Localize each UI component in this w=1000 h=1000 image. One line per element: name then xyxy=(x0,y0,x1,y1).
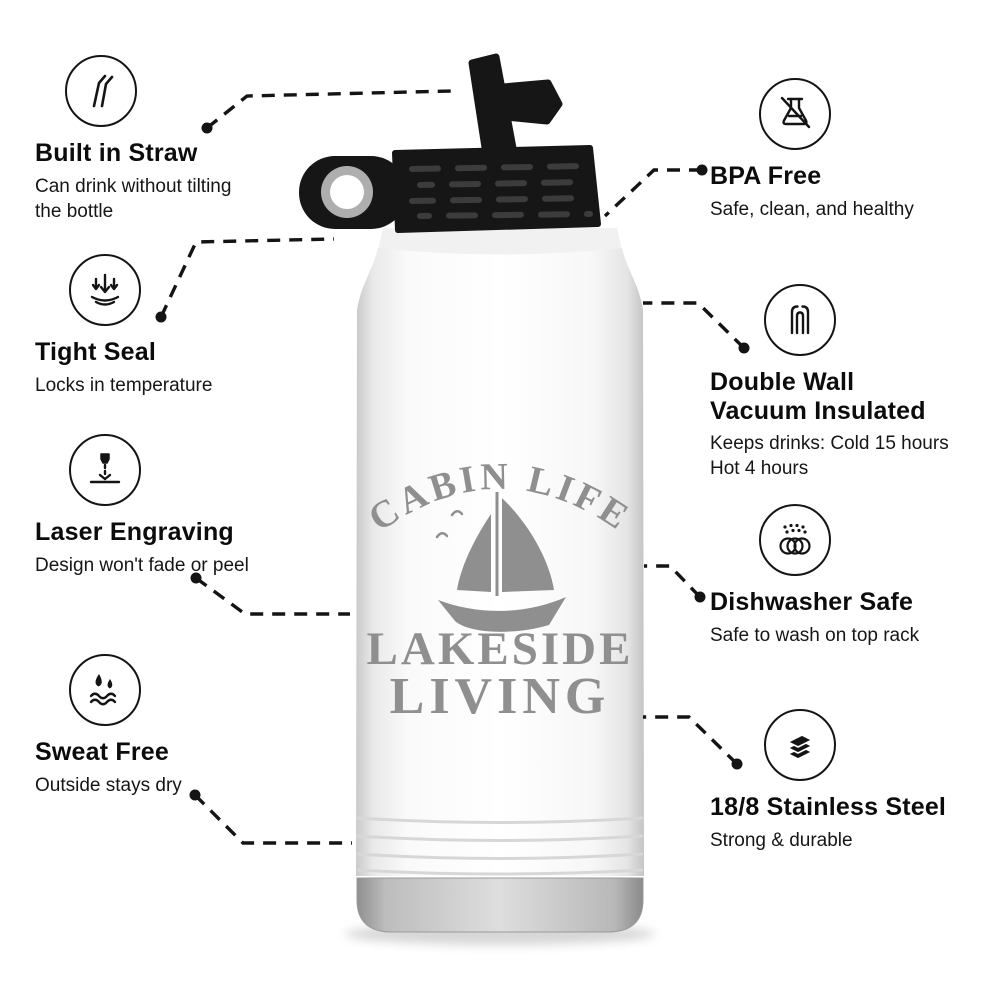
connector-dots xyxy=(155,122,750,801)
feature-description: Strong & durable xyxy=(710,829,853,851)
feature-sweat-free: Sweat Free Outside stays dry xyxy=(35,654,295,798)
connector-bpa-free xyxy=(603,168,702,218)
feature-laser-engraving: Laser Engraving Design won't fade or pee… xyxy=(35,434,305,578)
feature-description: Safe to wash on top rack xyxy=(710,624,920,646)
double-wall-icon xyxy=(764,284,836,356)
straw-spout xyxy=(468,53,563,158)
connector-built-in-straw xyxy=(205,89,453,130)
seal-arrows-icon xyxy=(69,254,141,326)
feature-title: Dishwasher Safe xyxy=(710,588,914,616)
callout-connectors xyxy=(159,89,746,845)
water-droplets-icon xyxy=(69,654,141,726)
feature-title: Built in Straw xyxy=(35,139,198,167)
feature-description: Safe, clean, and healthy xyxy=(710,198,914,220)
feature-title: Tight Seal xyxy=(35,338,157,366)
feature-title: Laser Engraving xyxy=(35,518,234,546)
feature-title: 18/8 Stainless Steel xyxy=(710,793,947,821)
dishes-spray-icon xyxy=(759,504,831,576)
feature-dishwasher-safe: Dishwasher Safe Safe to wash on top rack xyxy=(710,504,990,648)
engraving-lakeside: LAKESIDE xyxy=(367,623,634,675)
crossed-flask-icon xyxy=(759,78,831,150)
feature-stainless-steel: 18/8 Stainless Steel Strong & durable xyxy=(710,709,990,853)
connector-laser-engraving xyxy=(194,576,350,616)
straw-icon xyxy=(65,55,137,127)
sailboat-graphic xyxy=(435,492,566,632)
lid-assembly xyxy=(299,53,601,233)
steel-base xyxy=(356,877,644,933)
carry-handle xyxy=(299,156,407,229)
engraving-living: LIVING xyxy=(390,668,611,725)
feature-tight-seal: Tight Seal Locks in temperature xyxy=(35,254,295,398)
feature-title: BPA Free xyxy=(710,162,822,190)
feature-title: Sweat Free xyxy=(35,738,170,766)
feature-description: Keeps drinks: Cold 15 hours Hot 4 hours xyxy=(710,433,949,480)
connector-sweat-free xyxy=(193,793,352,845)
lid-cap xyxy=(392,145,601,233)
connector-stainless-steel xyxy=(643,715,739,766)
feature-description: Design won't fade or peel xyxy=(35,554,249,576)
feature-description: Locks in temperature xyxy=(35,374,213,396)
connector-tight-seal xyxy=(159,237,335,318)
bottle-body xyxy=(356,248,644,876)
bottom-ridges xyxy=(356,816,644,876)
feature-title: Double Wall Vacuum Insulated xyxy=(710,368,926,425)
feature-bpa-free: BPA Free Safe, clean, and healthy xyxy=(710,78,990,222)
connector-dishwasher-safe xyxy=(644,564,702,599)
feature-double-wall: Double Wall Vacuum Insulated Keeps drink… xyxy=(710,284,990,481)
laser-engraver-icon xyxy=(69,434,141,506)
feature-description: Outside stays dry xyxy=(35,774,182,796)
steel-sheets-icon xyxy=(764,709,836,781)
feature-built-in-straw: Built in Straw Can drink without tilting… xyxy=(35,55,295,224)
feature-description: Can drink without tilting the bottle xyxy=(35,175,232,222)
